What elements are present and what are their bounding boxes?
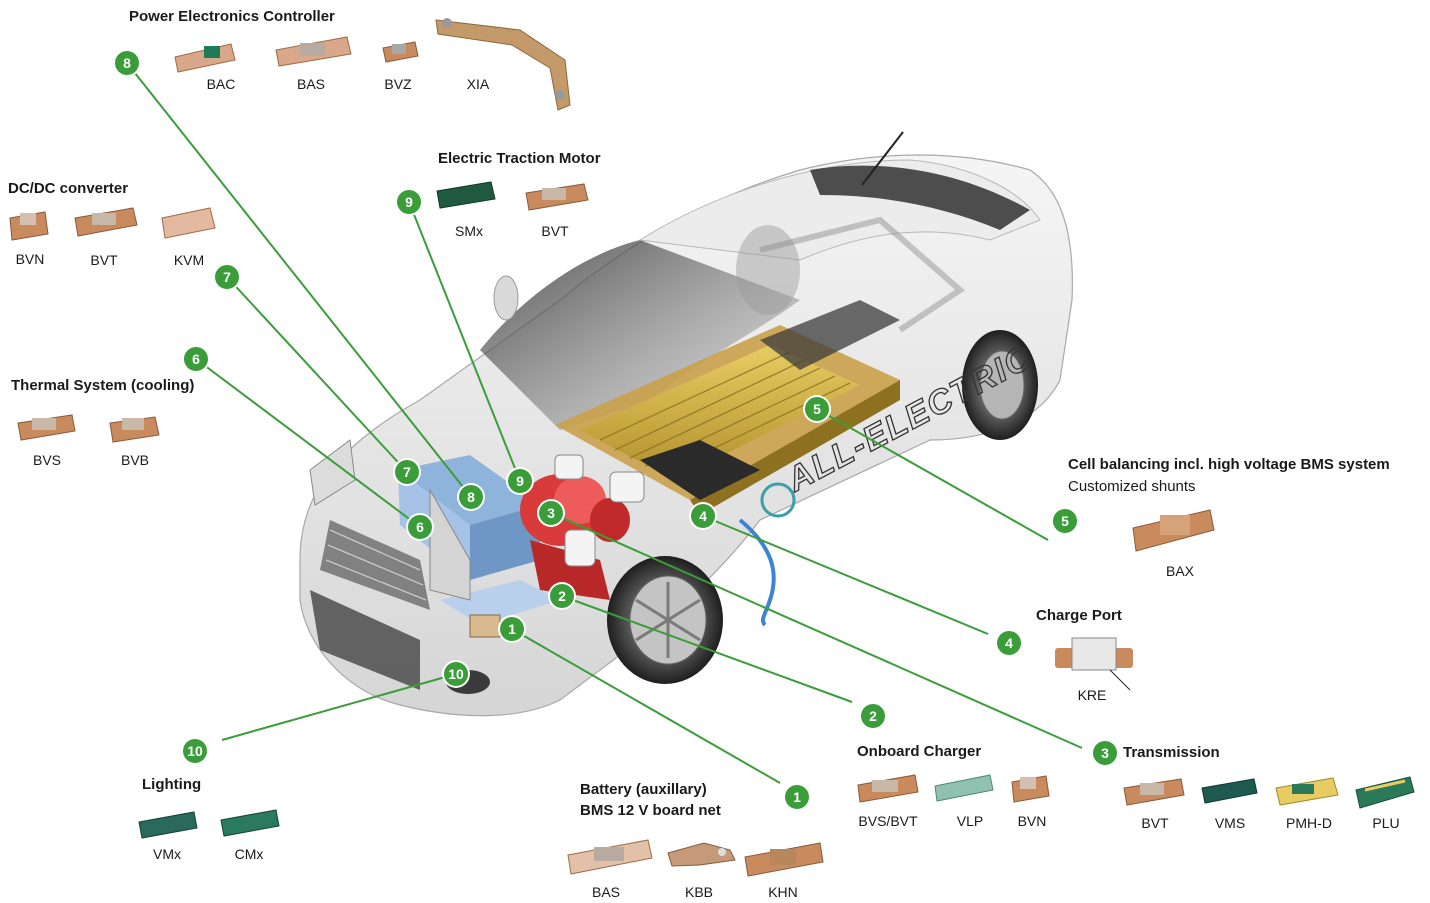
part-image-cmx (220, 809, 280, 837)
part-label: BAS (591, 884, 620, 900)
badge-9-car: 9 (508, 469, 532, 493)
part-image-khn (744, 842, 824, 877)
badge-5-outer: 5 (1053, 509, 1077, 533)
badge-7-car: 7 (395, 460, 419, 484)
badge-5-car: 5 (805, 397, 829, 421)
part-image-bac (174, 43, 236, 73)
power-electronics-title: Power Electronics Controller (129, 8, 335, 25)
part-image-vms (1201, 778, 1258, 804)
windshield (480, 240, 800, 430)
battery-aux-title: Battery (auxillary) (580, 781, 707, 798)
traction-motor (520, 474, 630, 600)
part-image-bvt-trans (1123, 778, 1185, 806)
part-label: VMS (1214, 815, 1246, 831)
charge-port-title: Charge Port (1036, 607, 1122, 624)
part-label: KRE (1077, 687, 1107, 703)
lighting-title: Lighting (142, 776, 202, 793)
badge-1-outer: 1 (785, 785, 809, 809)
part-image-vmx (138, 811, 198, 839)
cell-balancing-subtitle: Customized shunts (1068, 478, 1196, 495)
part-image-bvs (17, 414, 76, 441)
transmission-title: Transmission (1123, 744, 1220, 761)
badge-1-car: 1 (500, 617, 524, 641)
part-image-kvm (161, 207, 216, 239)
badge-7-outer: 7 (215, 265, 239, 289)
part-image-kbb (667, 842, 736, 867)
part-label: BAC (206, 76, 236, 92)
battery-aux-subtitle: BMS 12 V board net (580, 802, 721, 819)
badge-3-car: 3 (539, 501, 563, 525)
part-image-plu (1355, 776, 1415, 809)
part-label: CMx (234, 846, 264, 862)
part-image-bvt (74, 207, 138, 237)
badge-2-car: 2 (550, 584, 574, 608)
dcdc-title: DC/DC converter (8, 180, 129, 197)
part-label: VMx (153, 846, 181, 862)
badge-8-car: 8 (459, 485, 483, 509)
part-image-pmhd (1275, 777, 1339, 806)
badge-10-outer: 10 (183, 739, 207, 763)
part-image-smx (436, 181, 496, 209)
part-label: PLU (1372, 815, 1400, 831)
part-label: KBB (684, 884, 713, 900)
part-image-vlp (934, 774, 994, 802)
part-label: BVZ (384, 76, 412, 92)
part-image-bvs-bvt (857, 774, 919, 803)
part-label: BVT (1141, 815, 1169, 831)
part-label: XIA (466, 76, 490, 92)
part-image-kre (1055, 637, 1133, 691)
part-label: SMx (455, 223, 483, 239)
badge-3-outer: 3 (1093, 741, 1117, 765)
battery-pack (555, 300, 900, 515)
part-image-bas-aux (567, 839, 653, 875)
traction-motor-title: Electric Traction Motor (438, 150, 601, 167)
part-label: BVT (541, 223, 569, 239)
badge-4-car: 4 (691, 504, 715, 528)
part-image-bvt-motor (525, 183, 589, 211)
part-label: BVN (15, 251, 45, 267)
badge-4-outer: 4 (997, 631, 1021, 655)
leader-lines (126, 62, 1083, 784)
part-label: BVB (120, 452, 149, 468)
part-image-bvn-charger (1011, 775, 1050, 803)
part-label: BVN (1017, 813, 1047, 829)
part-label: VLP (956, 813, 984, 829)
part-image-bvb (109, 416, 160, 443)
part-label: BAS (296, 76, 325, 92)
badge-9-outer: 9 (397, 190, 421, 214)
part-label: BVT (90, 252, 118, 268)
part-image-bvz (382, 41, 419, 63)
part-label: BVS/BVT (858, 813, 918, 829)
part-label: BAX (1165, 563, 1194, 579)
thermal-title: Thermal System (cooling) (11, 377, 195, 394)
badge-10-car: 10 (444, 662, 468, 686)
onboard-charger-title: Onboard Charger (857, 743, 982, 760)
part-image-bvn (9, 211, 49, 241)
badge-8-outer: 8 (115, 51, 139, 75)
badge-6-outer: 6 (184, 347, 208, 371)
part-label: KHN (768, 884, 798, 900)
part-label: KVM (173, 252, 205, 268)
part-label: PMH-D (1286, 815, 1332, 831)
cell-balancing-title: Cell balancing incl. high voltage BMS sy… (1068, 456, 1390, 473)
part-label: BVS (32, 452, 61, 468)
front-grille (310, 520, 430, 690)
part-image-bax (1132, 509, 1215, 552)
part-image-bas (275, 36, 352, 67)
part-image-xia (435, 18, 571, 111)
badge-2-outer: 2 (861, 704, 885, 728)
badge-6-car: 6 (408, 515, 432, 539)
